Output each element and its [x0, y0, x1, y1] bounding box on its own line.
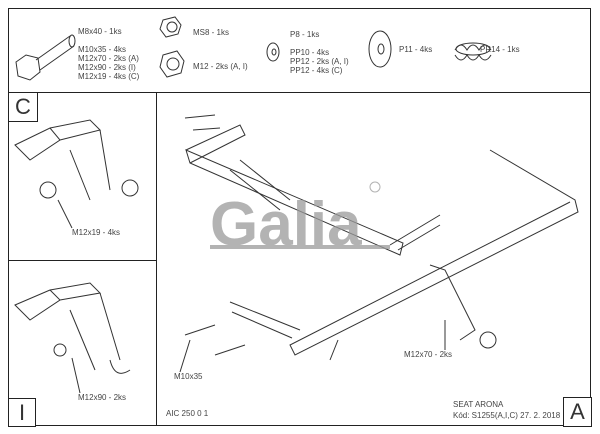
parts-list-panel [8, 8, 591, 93]
vehicle-name: SEAT ARONA [453, 400, 504, 409]
callout-i: M12x90 - 2ks [78, 393, 127, 402]
washer-pp10-label: PP10 - 4ks [290, 48, 330, 57]
drawing-number: AIC 250 0 1 [166, 409, 209, 418]
detail-i-drawing [14, 282, 131, 394]
washer-pp12-c-label: PP12 - 4ks (C) [290, 66, 343, 75]
detail-views-column [8, 92, 157, 426]
main-hitch-drawing [179, 114, 579, 373]
bolt-label-m12x70: M12x70 - 2ks (A) [78, 54, 139, 63]
galia-logo: Galia [210, 181, 390, 259]
detail-c-drawing [14, 119, 139, 229]
washer-small-icon [266, 42, 280, 62]
drawing-frame [8, 8, 591, 426]
spring-icon [454, 42, 492, 61]
nut-m12-label: M12 - 2ks (A, I) [193, 62, 248, 71]
bolt-icon [15, 34, 76, 81]
view-label-i: I [8, 398, 36, 427]
bolt-label-m12x19: M12x19 - 4ks (C) [78, 72, 140, 81]
bolt-label-m8x40: M8x40 - 1ks [78, 27, 122, 36]
washer-large-icon [368, 30, 392, 68]
bolt-label-m12x90: M12x90 - 2ks (I) [78, 63, 136, 72]
detail-divider [8, 260, 157, 261]
callout-a-bolt: M10x35 [174, 372, 203, 381]
nut-small-icon [159, 16, 182, 38]
callout-c: M12x19 - 4ks [72, 228, 121, 237]
nut-ms8-label: MS8 - 1ks [193, 28, 230, 37]
washer-p11-label: P11 - 4ks [399, 45, 433, 54]
view-label-a: A [563, 397, 592, 427]
product-code-date: Kód: S1255(A,I,C) 27. 2. 2018 [453, 411, 561, 420]
washer-p8-label: P8 - 1ks [290, 30, 320, 39]
washer-pp12-ai-label: PP12 - 2ks (A, I) [290, 57, 349, 66]
spring-pr14-label: PR14 - 1ks [480, 45, 520, 54]
nut-large-icon [159, 50, 185, 78]
bolt-label-m10x35: M10x35 - 4ks [78, 45, 127, 54]
callout-a-main: M12x70 - 2ks [404, 350, 453, 359]
view-label-c: C [8, 92, 38, 122]
